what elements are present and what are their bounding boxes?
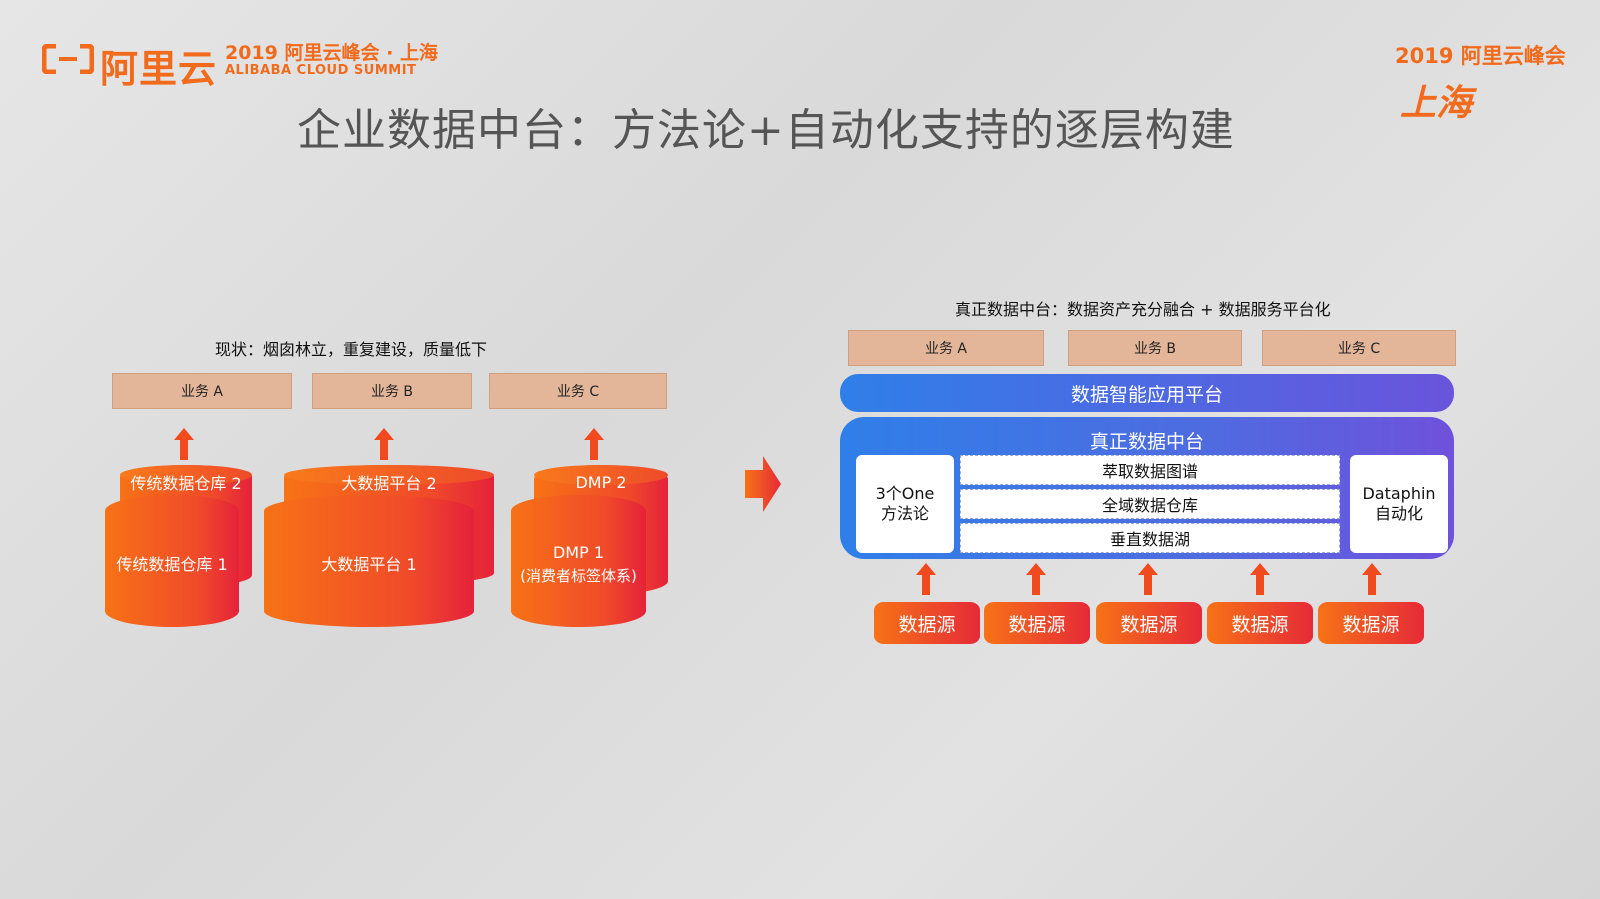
right-arrow-icon bbox=[745, 456, 781, 512]
right-biz-a: 业务 A bbox=[848, 330, 1044, 366]
methodology-box: 3个One 方法论 bbox=[856, 455, 954, 553]
up-arrow-icon bbox=[1026, 563, 1046, 595]
left-biz-a: 业务 A bbox=[112, 373, 292, 409]
right-biz-b: 业务 B bbox=[1068, 330, 1242, 366]
cylinder-sublabel: (消费者标签体系) bbox=[520, 567, 637, 585]
cylinder-traditional-dw-1: 传统数据仓库 1 bbox=[105, 495, 239, 627]
alibaba-cloud-logo-icon bbox=[42, 44, 94, 74]
data-intelligence-app-platform: 数据智能应用平台 bbox=[840, 374, 1454, 412]
up-arrow-icon bbox=[916, 563, 936, 595]
left-caption: 现状：烟囱林立，重复建设，质量低下 bbox=[215, 340, 488, 359]
cylinder-label: 大数据平台 2 bbox=[341, 474, 437, 493]
cylinder-dmp-1: DMP 1 (消费者标签体系) bbox=[511, 495, 646, 627]
summit-subtitle: ALIBABA CLOUD SUMMIT bbox=[225, 63, 417, 78]
layer-knowledge-graph: 萃取数据图谱 bbox=[960, 455, 1340, 485]
cylinder-label: DMP 1 bbox=[552, 543, 605, 562]
dataphin-line2: 自动化 bbox=[1374, 504, 1423, 523]
corner-shanghai-logo: 上海 bbox=[1400, 82, 1473, 124]
summit-title: 2019 阿里云峰会 · 上海 bbox=[225, 42, 438, 64]
up-arrow-icon bbox=[1138, 563, 1158, 595]
data-source-5: 数据源 bbox=[1318, 602, 1424, 644]
cylinder-bigdata-1: 大数据平台 1 bbox=[264, 495, 474, 627]
up-arrow-icon bbox=[174, 428, 194, 460]
logo-text: 阿里云 bbox=[100, 47, 218, 91]
up-arrow-icon bbox=[1250, 563, 1270, 595]
layer-global-dw: 全域数据仓库 bbox=[960, 489, 1340, 519]
dataphin-box: Dataphin 自动化 bbox=[1350, 455, 1448, 553]
cylinder-label: 大数据平台 1 bbox=[321, 555, 417, 574]
dataphin-line1: Dataphin bbox=[1362, 484, 1436, 503]
data-source-2: 数据源 bbox=[984, 602, 1090, 644]
layer-vertical-data-lake: 垂直数据湖 bbox=[960, 523, 1340, 553]
left-biz-b: 业务 B bbox=[312, 373, 472, 409]
up-arrow-icon bbox=[1362, 563, 1382, 595]
cylinder-label: 传统数据仓库 1 bbox=[116, 555, 228, 574]
data-source-1: 数据源 bbox=[874, 602, 980, 644]
data-source-3: 数据源 bbox=[1096, 602, 1202, 644]
page-title: 企业数据中台：方法论+自动化支持的逐层构建 bbox=[297, 105, 1235, 156]
platform-title: 真正数据中台 bbox=[1089, 431, 1204, 453]
cylinder-label: DMP 2 bbox=[575, 473, 627, 492]
cylinder-label: 传统数据仓库 2 bbox=[130, 474, 242, 493]
methodology-line1: 3个One bbox=[875, 484, 935, 503]
data-source-4: 数据源 bbox=[1207, 602, 1313, 644]
right-caption: 真正数据中台：数据资产充分融合 + 数据服务平台化 bbox=[955, 300, 1331, 319]
methodology-line2: 方法论 bbox=[880, 504, 929, 523]
up-arrow-icon bbox=[374, 428, 394, 460]
left-biz-c: 业务 C bbox=[489, 373, 667, 409]
corner-summit-title: 2019 阿里云峰会 bbox=[1395, 44, 1566, 68]
right-biz-c: 业务 C bbox=[1262, 330, 1456, 366]
up-arrow-icon bbox=[584, 428, 604, 460]
